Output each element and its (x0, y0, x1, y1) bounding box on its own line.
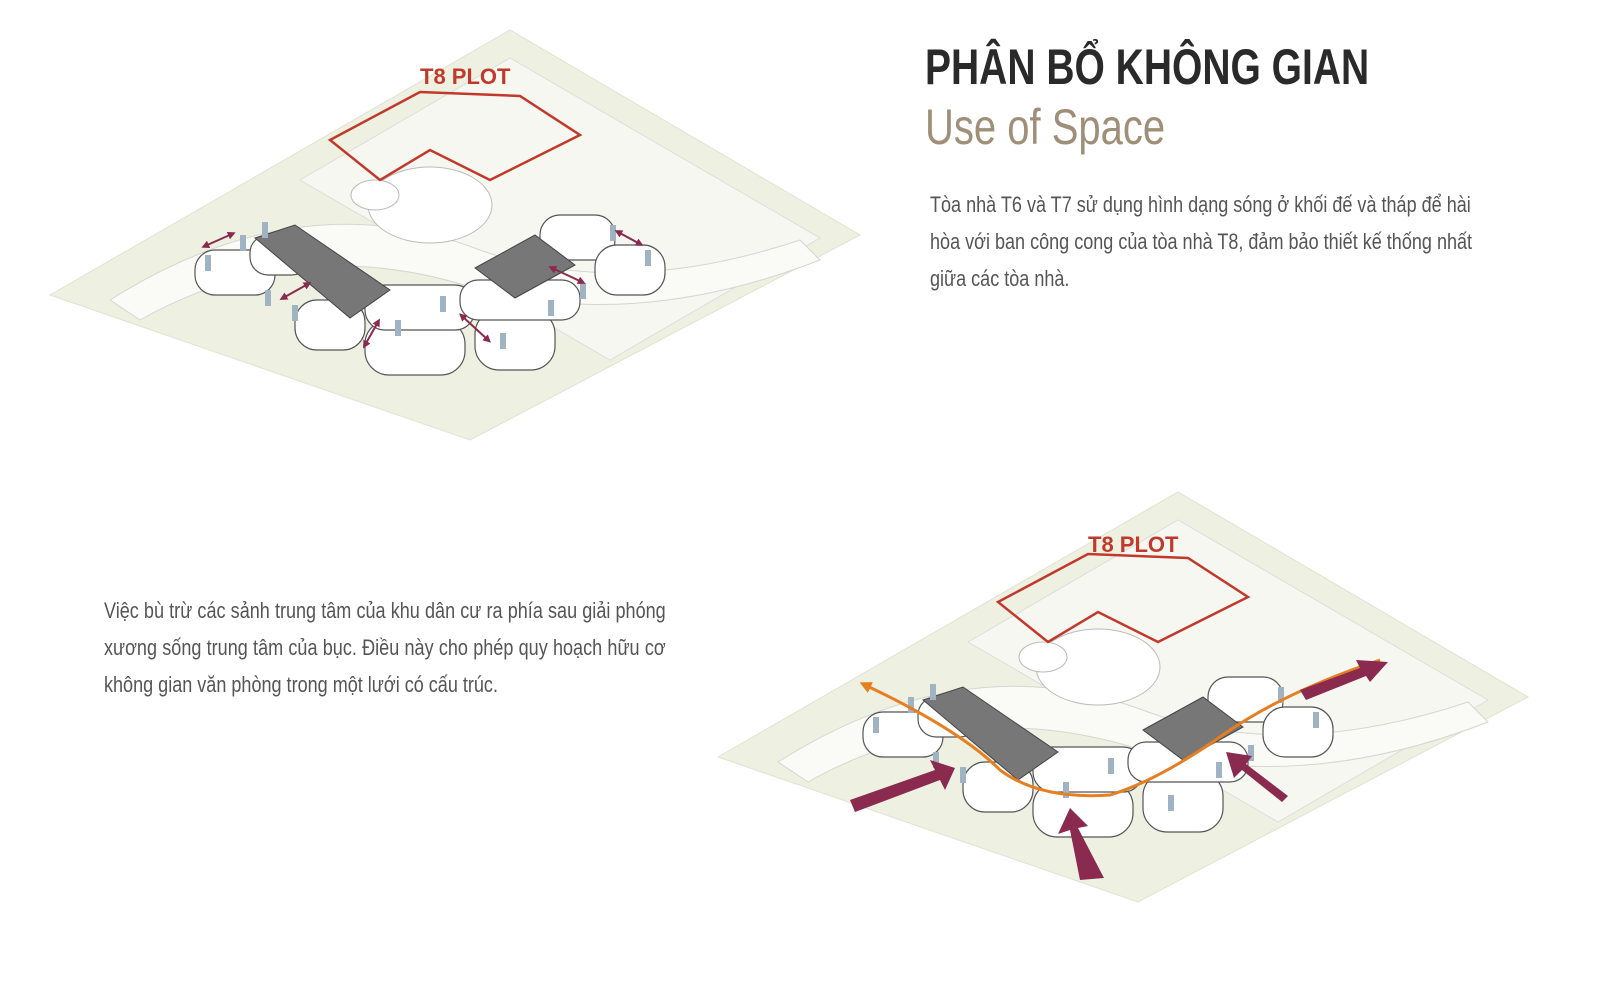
description-bottom: Việc bù trừ các sảnh trung tâm của khu d… (104, 598, 666, 697)
description-top: Tòa nhà T6 và T7 sử dụng hình dạng sóng … (930, 192, 1473, 291)
page-subtitle: Use of Space (925, 99, 1166, 155)
diagram-bottom: T8 PLOT (716, 490, 1530, 904)
circulation-path (859, 658, 1381, 798)
page-title: PHÂN BỔ KHÔNG GIAN (925, 39, 1370, 95)
plot-label: T8 PLOT (1088, 532, 1179, 557)
entry-arrows (850, 660, 1388, 880)
diagram-top: T8 PLOT (48, 28, 862, 442)
plot-label: T8 PLOT (420, 64, 511, 89)
double-arrows (201, 230, 644, 349)
